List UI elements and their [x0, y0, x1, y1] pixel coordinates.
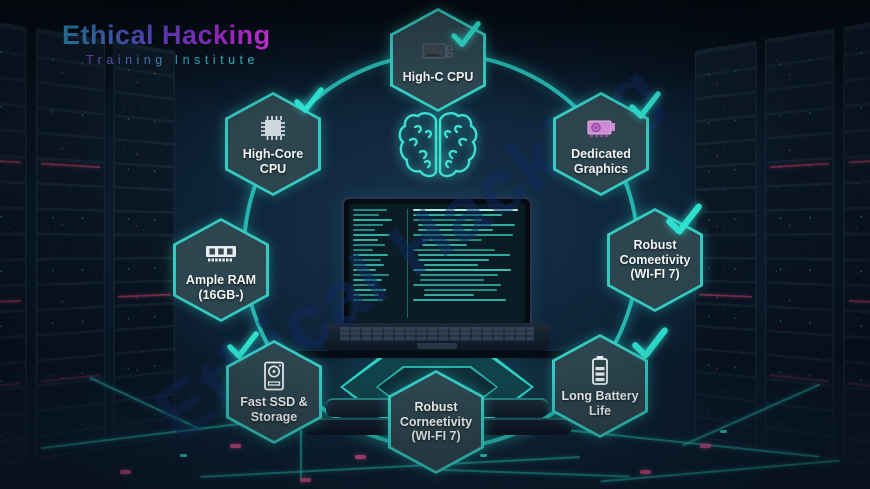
circuit-node	[180, 454, 187, 457]
hdd-icon	[264, 361, 284, 391]
feature-label: Long Battery Life	[561, 388, 639, 418]
feature-label: High-C CPU	[402, 70, 474, 85]
circuit-trace	[682, 383, 820, 447]
ram-icon	[206, 245, 236, 262]
feature-label: Robust Comeetivity (WI-FI 7)	[619, 237, 691, 282]
brain-icon	[398, 112, 478, 178]
feature-label: Ample RAM (16GB-)	[185, 272, 257, 302]
hexagon-shape: Ample RAM (16GB-)	[173, 218, 269, 322]
table-edge	[296, 351, 578, 358]
code-column-right	[407, 209, 521, 318]
brand-title: Ethical Hacking	[62, 20, 271, 50]
feature-label: Dedicated Graphics	[571, 146, 631, 176]
trackpad	[417, 343, 457, 349]
feature-label: Robust Corneetivity (WI-FI 7)	[399, 399, 473, 444]
circuit-node	[230, 444, 241, 448]
check-icon	[632, 327, 668, 359]
circuit-node	[120, 470, 131, 474]
code-display	[349, 204, 525, 323]
circuit-trace	[89, 376, 199, 430]
brand-logo: Ethical Hacking Training Institute	[62, 20, 271, 67]
hexagon-shape: Robust Corneetivity (WI-FI 7)	[388, 370, 484, 474]
feature-label: High-Core CPU	[242, 146, 304, 176]
code-column-left	[353, 209, 407, 318]
laptop-screen	[342, 197, 532, 329]
feature-node-connectivity-bottom: Robust Corneetivity (WI-FI 7)	[388, 370, 484, 474]
feature-label: Fast SSD & Storage	[240, 394, 308, 424]
check-icon	[629, 91, 661, 119]
battery-icon	[592, 355, 608, 385]
check-icon	[227, 331, 259, 359]
laptop-keyboard	[324, 323, 550, 351]
keyboard-keys	[340, 327, 534, 341]
check-icon	[666, 203, 702, 235]
check-icon	[451, 21, 481, 47]
chip-icon	[261, 115, 285, 140]
gpu-icon	[587, 120, 615, 137]
feature-node-ample-ram: Ample RAM (16GB-)	[173, 218, 269, 322]
circuit-node	[700, 444, 711, 448]
circuit-trace	[600, 459, 840, 483]
circuit-node	[640, 470, 651, 474]
brand-subtitle: Training Institute	[86, 53, 271, 67]
circuit-node	[300, 478, 311, 482]
check-icon	[294, 87, 324, 113]
circuit-node	[720, 430, 727, 433]
